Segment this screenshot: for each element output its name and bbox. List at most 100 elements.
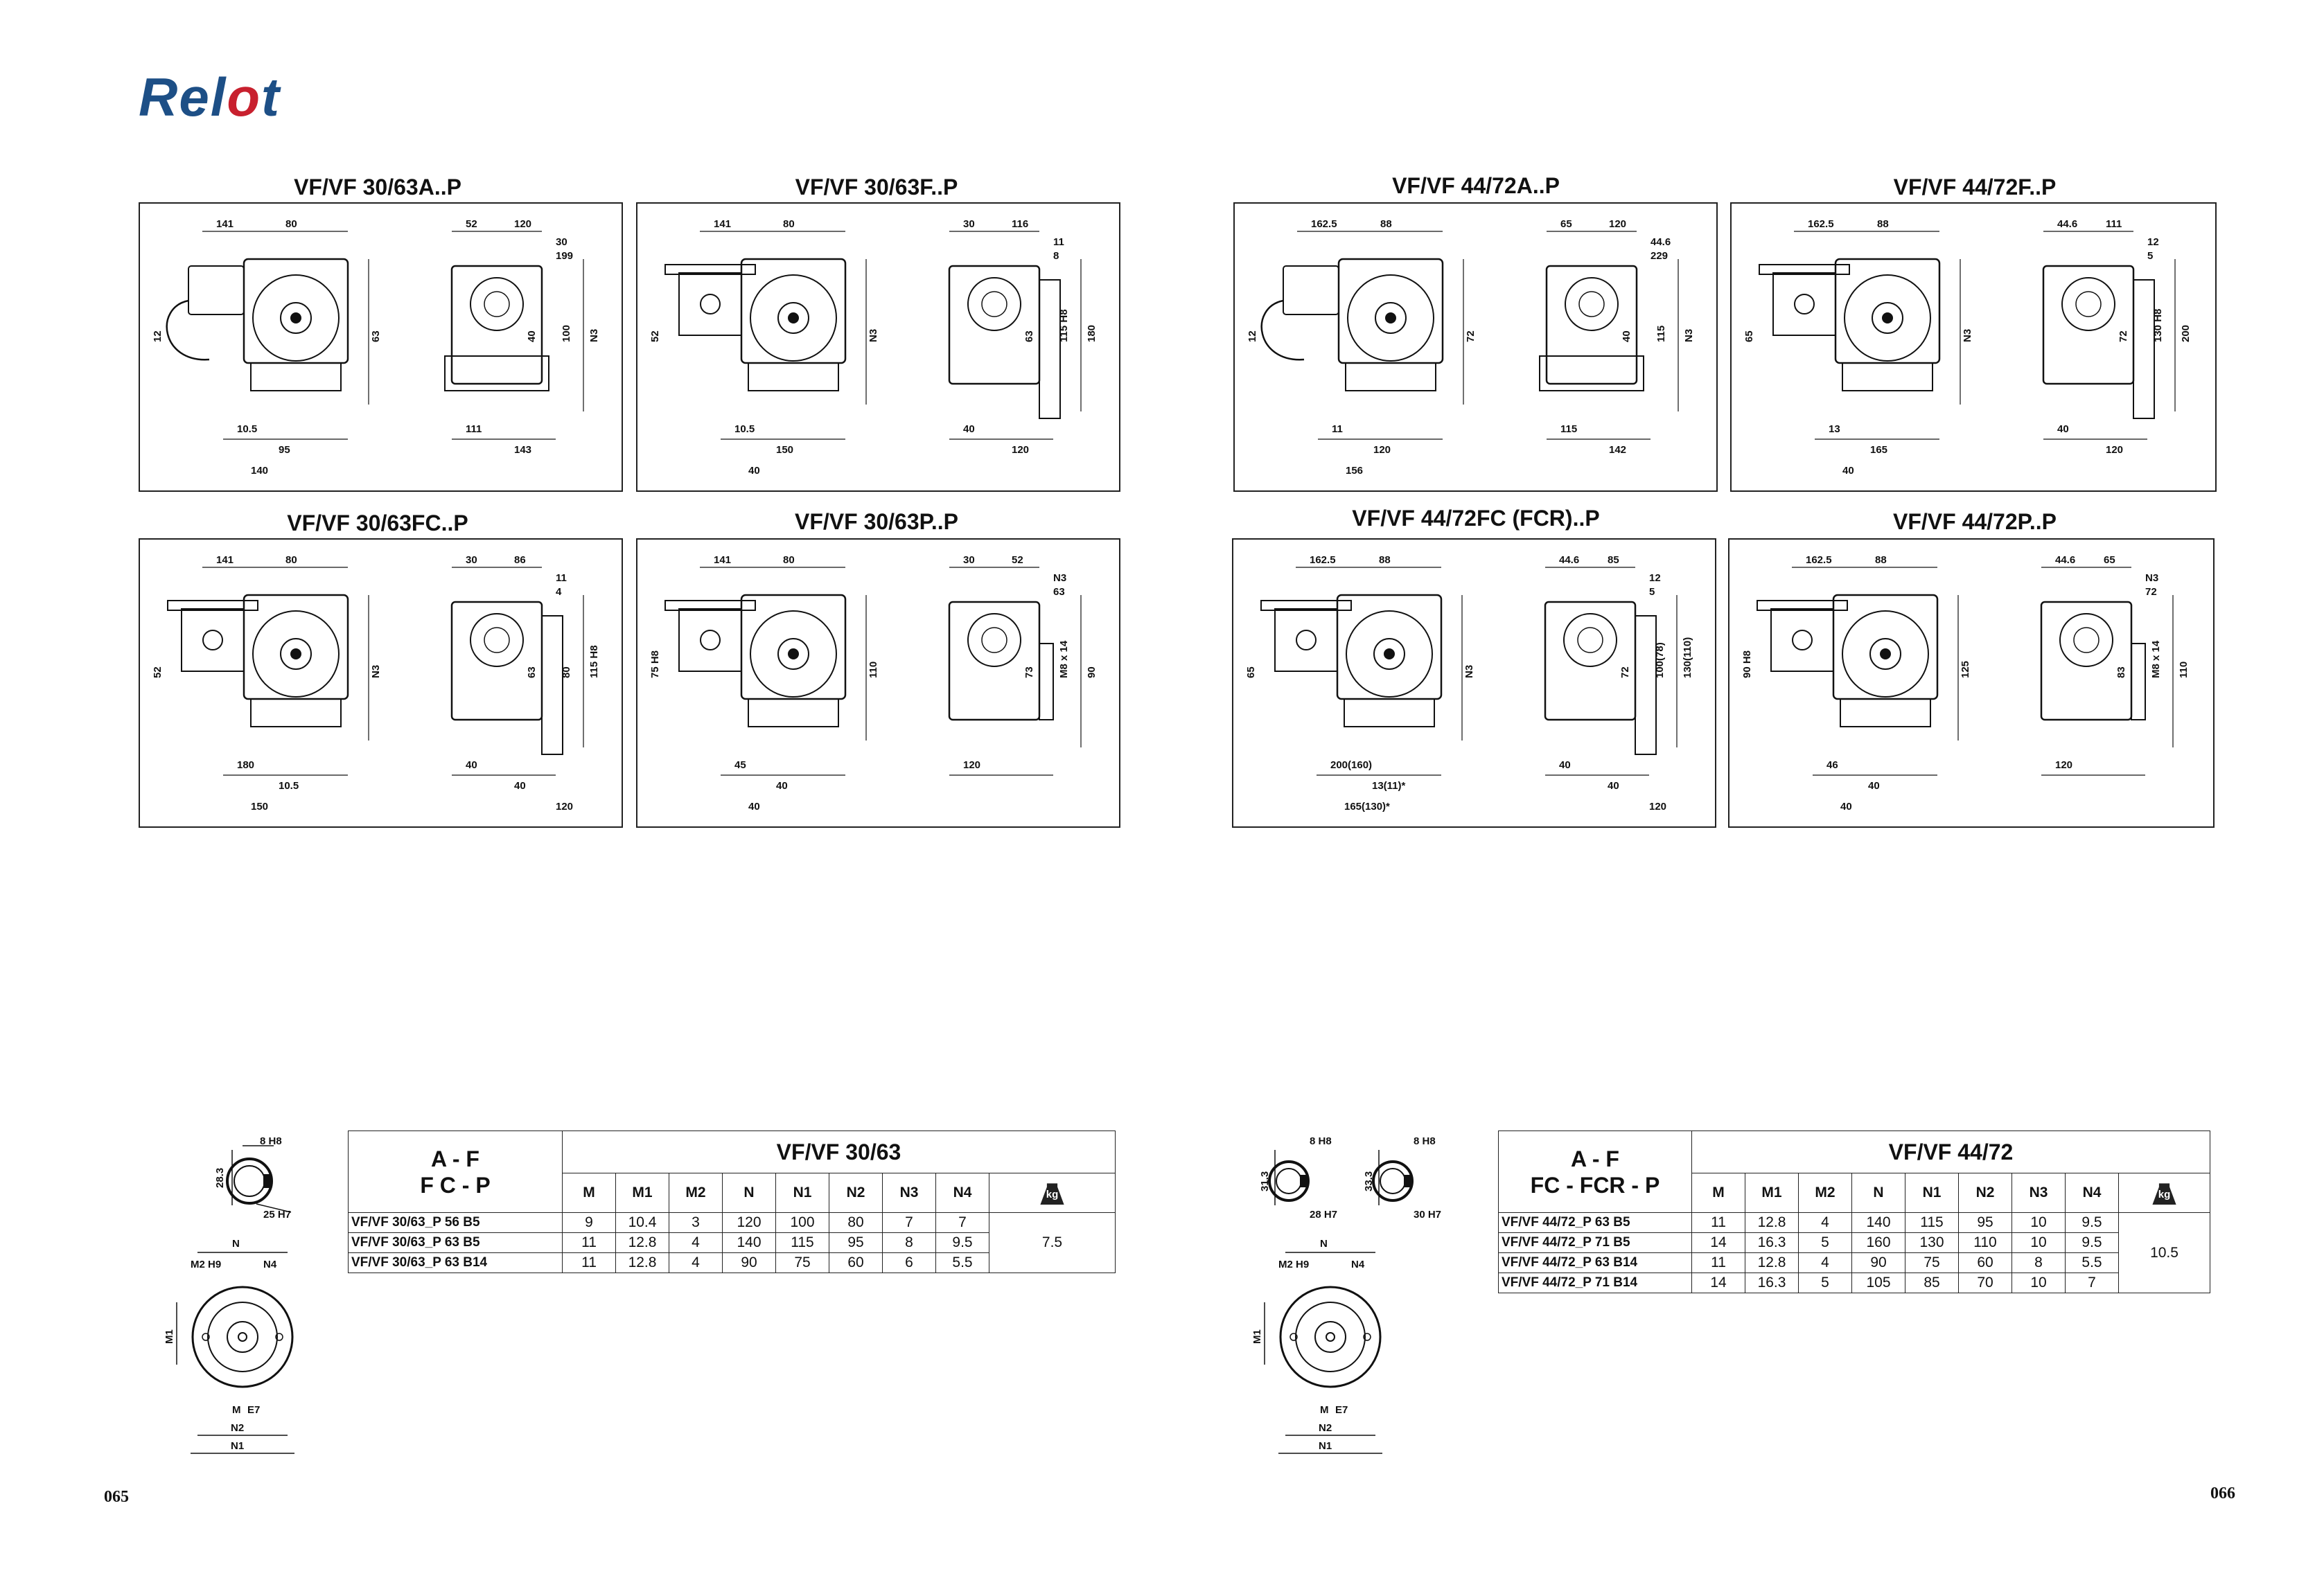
input-stage [678,608,742,672]
dimension-label: 141 [216,218,234,230]
input-stage [1283,265,1339,315]
row-value: 12.8 [1745,1252,1799,1273]
dimension-label: N3 [1962,329,1973,342]
dimension-label: 75 H8 [649,650,661,678]
dimension-label: 100 [561,325,572,342]
flange-r-m2-label: M2 H9 [1278,1259,1309,1270]
input-shaft [1296,630,1317,650]
col-header-m: M [1691,1173,1745,1213]
row-value: 115 [775,1232,829,1253]
side-view-input [967,277,1021,331]
dimension-label: 11 [556,572,567,584]
housing-circle [1347,274,1434,362]
flange-drawing-left: N M2 H9 N4 M1 M E7 N2 N1 [164,1238,294,1454]
side-view-input [2061,277,2115,331]
flange-m-label: M [232,1404,241,1416]
panel-title-p4: VF/VF 44/72F..P [1893,175,2057,200]
output-flange [1039,279,1061,419]
dimension-label: 150 [251,801,268,813]
row-value: 9 [562,1212,616,1233]
dimension-label: 141 [714,554,731,566]
dimension-label: 200(160) [1330,759,1372,771]
side-view-input [2059,613,2113,667]
row-value: 75 [1905,1252,1959,1273]
flange-r-n-label: N [1320,1238,1328,1250]
dimension-label: 12 [2147,236,2159,248]
dimension-label: 40 [1621,330,1632,342]
dimension-label: 115 H8 [1058,309,1070,342]
side-view-shaft [2075,291,2102,317]
shaft-r2-bore-label: 30 H7 [1414,1209,1441,1221]
dimension-label: 88 [1877,218,1889,230]
shaft-r1-height-label: 31.3 [1259,1171,1271,1191]
input-stage [181,608,245,672]
shaft-center [788,648,799,659]
table-right-group-b: FC - FCR - P [1530,1172,1660,1198]
housing-base [1344,698,1435,727]
row-value: 11 [1691,1212,1745,1233]
dimension-label: 85 [1608,554,1619,566]
dimension-label: 88 [1875,554,1887,566]
housing-base [250,362,342,391]
table-right-title: VF/VF 44/72 [1691,1131,2210,1173]
page-number-left: 065 [104,1488,129,1506]
dimension-label: 52 [152,666,164,678]
dimension-label: 111 [2106,218,2122,230]
shaft-center [1384,648,1395,659]
panel-title-p1: VF/VF 30/63A..P [294,175,461,200]
shaft-bore [1869,638,1901,670]
col-header-n: N [722,1173,776,1213]
dimension-label: 40 [1868,780,1880,792]
side-view-shaft [484,627,510,653]
row-value: 140 [1851,1212,1905,1233]
side-view-body [2040,601,2133,721]
output-pcd [1039,643,1054,720]
housing-circle [1346,610,1433,698]
dimension-label: M8 x 14 [1058,640,1070,678]
dimension-label: 120 [2106,444,2123,456]
housing-circle [252,610,340,698]
weight-value: 7.5 [989,1212,1116,1273]
row-value: 4 [669,1232,723,1253]
dimension-label: 150 [776,444,793,456]
col-header-m2: M2 [1798,1173,1852,1213]
col-header-m1: M1 [615,1173,669,1213]
input-shaft [700,294,721,314]
row-value: 105 [1851,1273,1905,1293]
dimension-label: 10.5 [237,423,257,435]
dimension-label: N3 [588,329,600,342]
dimension-label: 100(78) [1654,642,1666,678]
side-view-body [450,265,543,385]
dimension-label: 110 [868,662,879,678]
input-stage [188,265,245,315]
shaft-bore [777,638,809,670]
dimension-label: 116 [1012,218,1028,230]
dimension-label: 40 [1559,759,1571,771]
shaft-height-label: 28.3 [214,1168,226,1188]
housing-base [748,362,839,391]
row-value: 110 [1958,1232,2012,1253]
housing-circle [252,274,340,362]
row-value: 12.8 [615,1252,669,1273]
dimension-label: 115 H8 [588,645,600,678]
dimension-label: 156 [1346,465,1363,477]
dimension-label: 65 [2104,554,2115,566]
row-value: 3 [669,1212,723,1233]
dimension-label: 88 [1379,554,1391,566]
shaft-section-right-1: 8 H8 31.3 28 H7 [1259,1136,1337,1221]
shaft-bore [1375,302,1407,334]
table-right-group: A - F FC - FCR - P [1498,1131,1692,1213]
table-right-group-a: A - F [1571,1146,1619,1171]
shaft-center [290,312,301,323]
input-flange [664,600,756,611]
side-view-input [470,613,524,667]
shaft-center [1385,312,1396,323]
input-shaft [700,630,721,650]
